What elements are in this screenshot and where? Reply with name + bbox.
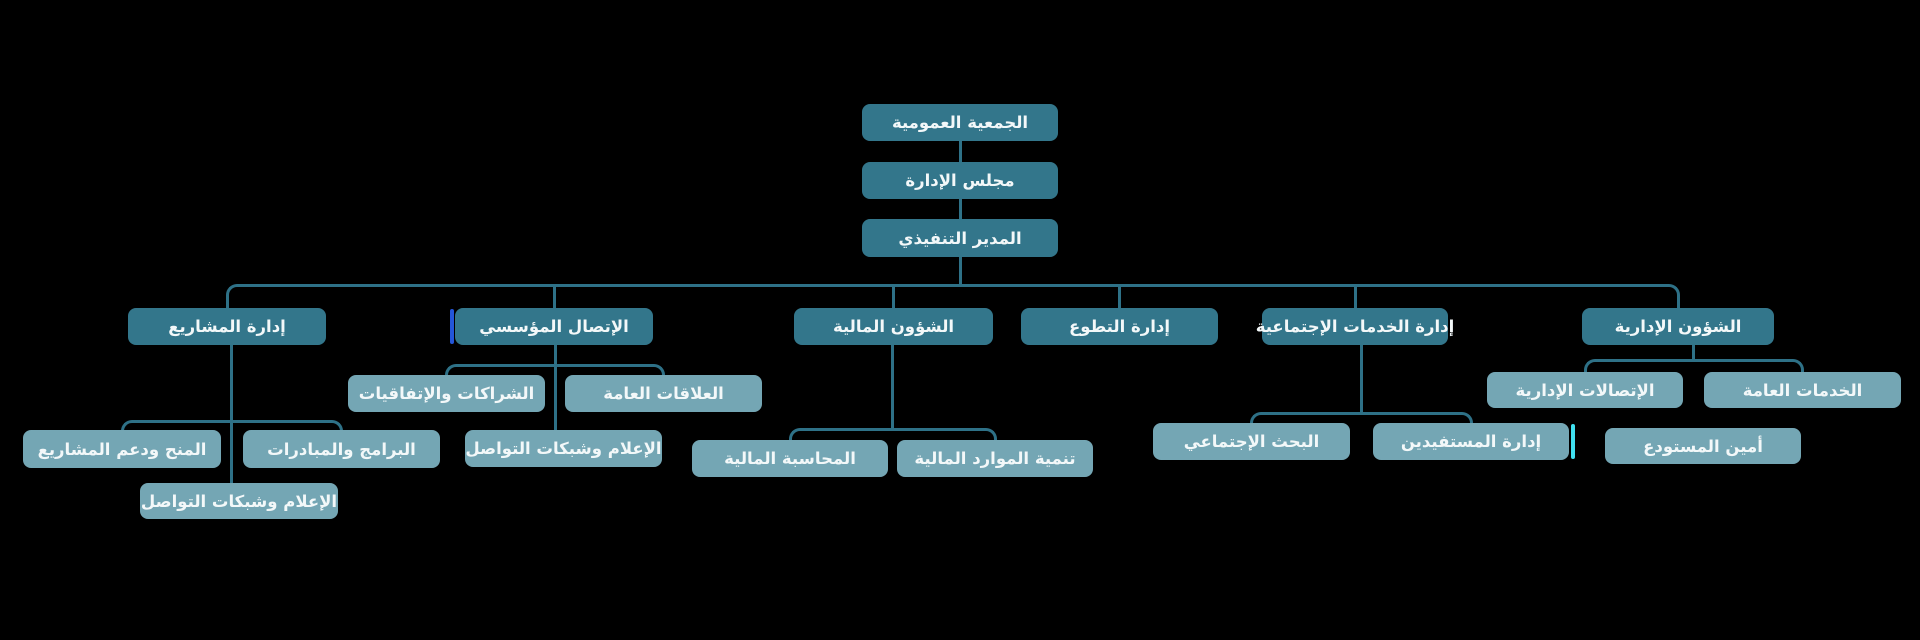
connector-elbow [654,364,665,375]
connector-line [553,345,557,430]
org-node-grants-project-support[interactable]: المنح ودعم المشاريع [23,430,221,468]
connector-line [958,141,962,163]
connector-elbow [120,420,132,431]
connector-elbow [332,420,343,431]
org-node-label: الشؤون الإدارية [1614,317,1742,336]
connector-line [1801,370,1804,372]
org-node-administrative-communications[interactable]: الإتصالات الإدارية [1487,372,1683,408]
connector-line [1583,370,1587,372]
org-node-partnerships-agreements[interactable]: الشراكات والإتفاقيات [348,375,545,412]
connector-elbow [1250,412,1261,423]
org-node-warehouse-keeper[interactable]: أمين المستودع [1605,428,1801,464]
connector-line [1353,284,1357,308]
org-node-label: المدير التنفيذي [898,228,1022,248]
org-node-general-assembly[interactable]: الجمعية العمومية [862,104,1058,141]
org-node-label: الشؤون المالية [832,317,955,336]
org-node-board-of-directors[interactable]: مجلس الإدارة [862,162,1058,199]
connector-line [552,284,556,308]
connector-line [958,257,962,287]
org-node-label: تنمية الموارد المالية [914,449,1076,468]
connector-elbow [1668,284,1680,295]
org-node-general-services[interactable]: الخدمات العامة [1704,372,1901,408]
connector-line [230,345,233,483]
org-node-label: إدارة الخدمات الإجتماعية [1255,317,1455,336]
org-node-label: مجلس الإدارة [905,171,1015,190]
org-node-label: المحاسبة المالية [724,449,856,468]
connector-elbow [1583,359,1595,370]
org-node-label: إدارة التطوع [1068,317,1171,336]
org-node-financial-accounting[interactable]: المحاسبة المالية [692,440,888,477]
connector-line [892,284,895,308]
org-node-label: أمين المستودع [1643,436,1763,456]
connector-line [788,439,792,440]
org-node-label: البحث الإجتماعي [1183,432,1320,451]
org-node-label: إدارة المشاريع [168,317,286,336]
org-node-programs-initiatives[interactable]: البرامج والمبادرات [243,430,440,468]
org-node-label: البرامج والمبادرات [267,439,416,459]
org-node-label: الإعلام وشبكات التواصل [465,439,662,458]
connector-line [225,295,229,308]
connector-elbow [445,364,456,375]
org-node-label: العلاقات العامة [603,384,724,403]
org-node-label: المنح ودعم المشاريع [37,439,207,459]
org-node-label: الخدمات العامة [1742,380,1863,400]
connector-line [891,345,894,431]
org-node-social-research[interactable]: البحث الإجتماعي [1153,423,1350,460]
connector-elbow [225,284,237,295]
org-node-social-services-dept[interactable]: إدارة الخدمات الإجتماعية [1256,308,1454,345]
org-node-volunteering-dept[interactable]: إدارة التطوع [1021,308,1218,345]
connector-line [1118,284,1121,308]
org-node-projects-dept[interactable]: إدارة المشاريع [128,308,326,345]
connector-line [1676,295,1680,308]
connector-line [993,439,997,440]
connector-elbow [985,428,997,439]
org-node-communication-media-networks[interactable]: الإعلام وشبكات التواصل [465,430,662,467]
connector-elbow [1461,412,1473,423]
org-node-label: إدارة المستفيدين [1400,432,1542,451]
org-node-beneficiaries-management[interactable]: إدارة المستفيدين [1373,423,1569,460]
org-node-executive-director[interactable]: المدير التنفيذي [862,219,1058,257]
connector-line [236,284,1669,287]
connector-line [1359,345,1363,415]
connector-elbow [788,428,800,439]
org-node-public-relations[interactable]: العلاقات العامة [565,375,762,412]
org-node-label: الإعلام وشبكات التواصل [140,491,338,511]
org-node-label: الإتصال المؤسسي [479,317,629,336]
selection-indicator-blue [449,309,454,344]
org-node-label: الإتصالات الإدارية [1515,380,1655,400]
org-node-projects-media-networks[interactable]: الإعلام وشبكات التواصل [140,483,338,519]
selection-indicator-cyan [1570,424,1575,459]
org-node-corporate-communication-dept[interactable]: الإتصال المؤسسي [455,308,653,345]
org-node-label: الجمعية العمومية [891,113,1029,132]
org-node-label: الشراكات والإتفاقيات [358,384,535,403]
org-node-financial-resources-development[interactable]: تنمية الموارد المالية [897,440,1093,477]
connector-line [958,199,962,220]
connector-line [1692,345,1695,362]
org-node-administrative-affairs-dept[interactable]: الشؤون الإدارية [1582,308,1774,345]
connector-elbow [1793,359,1804,370]
org-node-financial-affairs-dept[interactable]: الشؤون المالية [794,308,993,345]
